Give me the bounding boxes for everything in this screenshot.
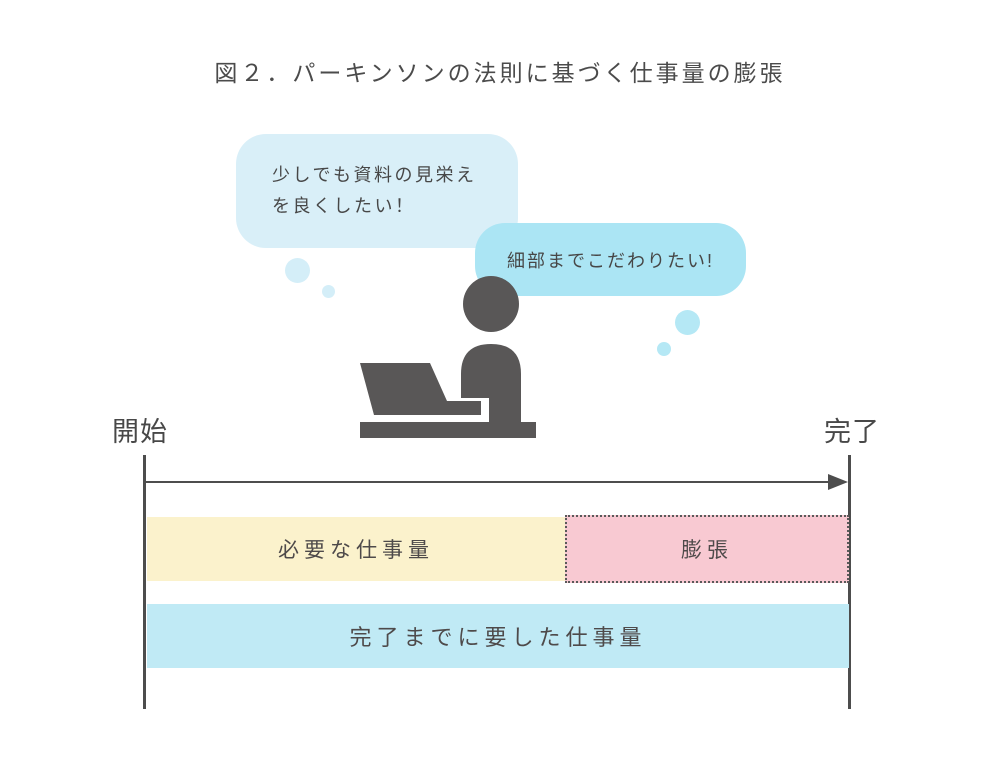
bar-expansion: 膨張	[565, 515, 849, 583]
bar-total-work: 完了までに要した仕事量	[147, 604, 849, 668]
laptop	[360, 363, 481, 415]
thought-bubble-appearance-line2: を良くしたい！	[272, 196, 416, 216]
bar-expansion-label: 膨張	[681, 539, 733, 562]
thought-bubble-details: 細部までこだわりたい!	[475, 223, 746, 296]
thought-trail-dot	[675, 310, 700, 335]
desk	[360, 422, 536, 438]
person-head	[463, 276, 519, 332]
thought-bubble-details-text: 細部までこだわりたい!	[507, 250, 714, 271]
bar-required-work: 必要な仕事量	[147, 517, 565, 581]
figure-title: 図２．パーキンソンの法則に基づく仕事量の膨張	[214, 60, 786, 86]
thought-bubble-appearance-line1: 少しでも資料の見栄え	[272, 164, 477, 185]
thought-trail-dot	[285, 258, 310, 283]
person-body	[461, 344, 521, 423]
timeline-arrow-head-icon	[828, 474, 848, 490]
thought-trail-dot	[657, 342, 671, 356]
bar-total-work-label: 完了までに要した仕事量	[349, 625, 647, 650]
bar-required-work-label: 必要な仕事量	[278, 539, 434, 562]
end-marker-line	[848, 455, 851, 709]
person-at-laptop-icon	[360, 276, 536, 438]
timeline-arrow-line	[146, 481, 830, 483]
timeline-start-label: 開始	[112, 417, 168, 447]
start-marker-line	[143, 455, 146, 709]
timeline-end-label: 完了	[824, 417, 880, 447]
thought-bubble-appearance: 少しでも資料の見栄え を良くしたい！	[236, 134, 518, 248]
thought-trail-dot	[322, 285, 335, 298]
